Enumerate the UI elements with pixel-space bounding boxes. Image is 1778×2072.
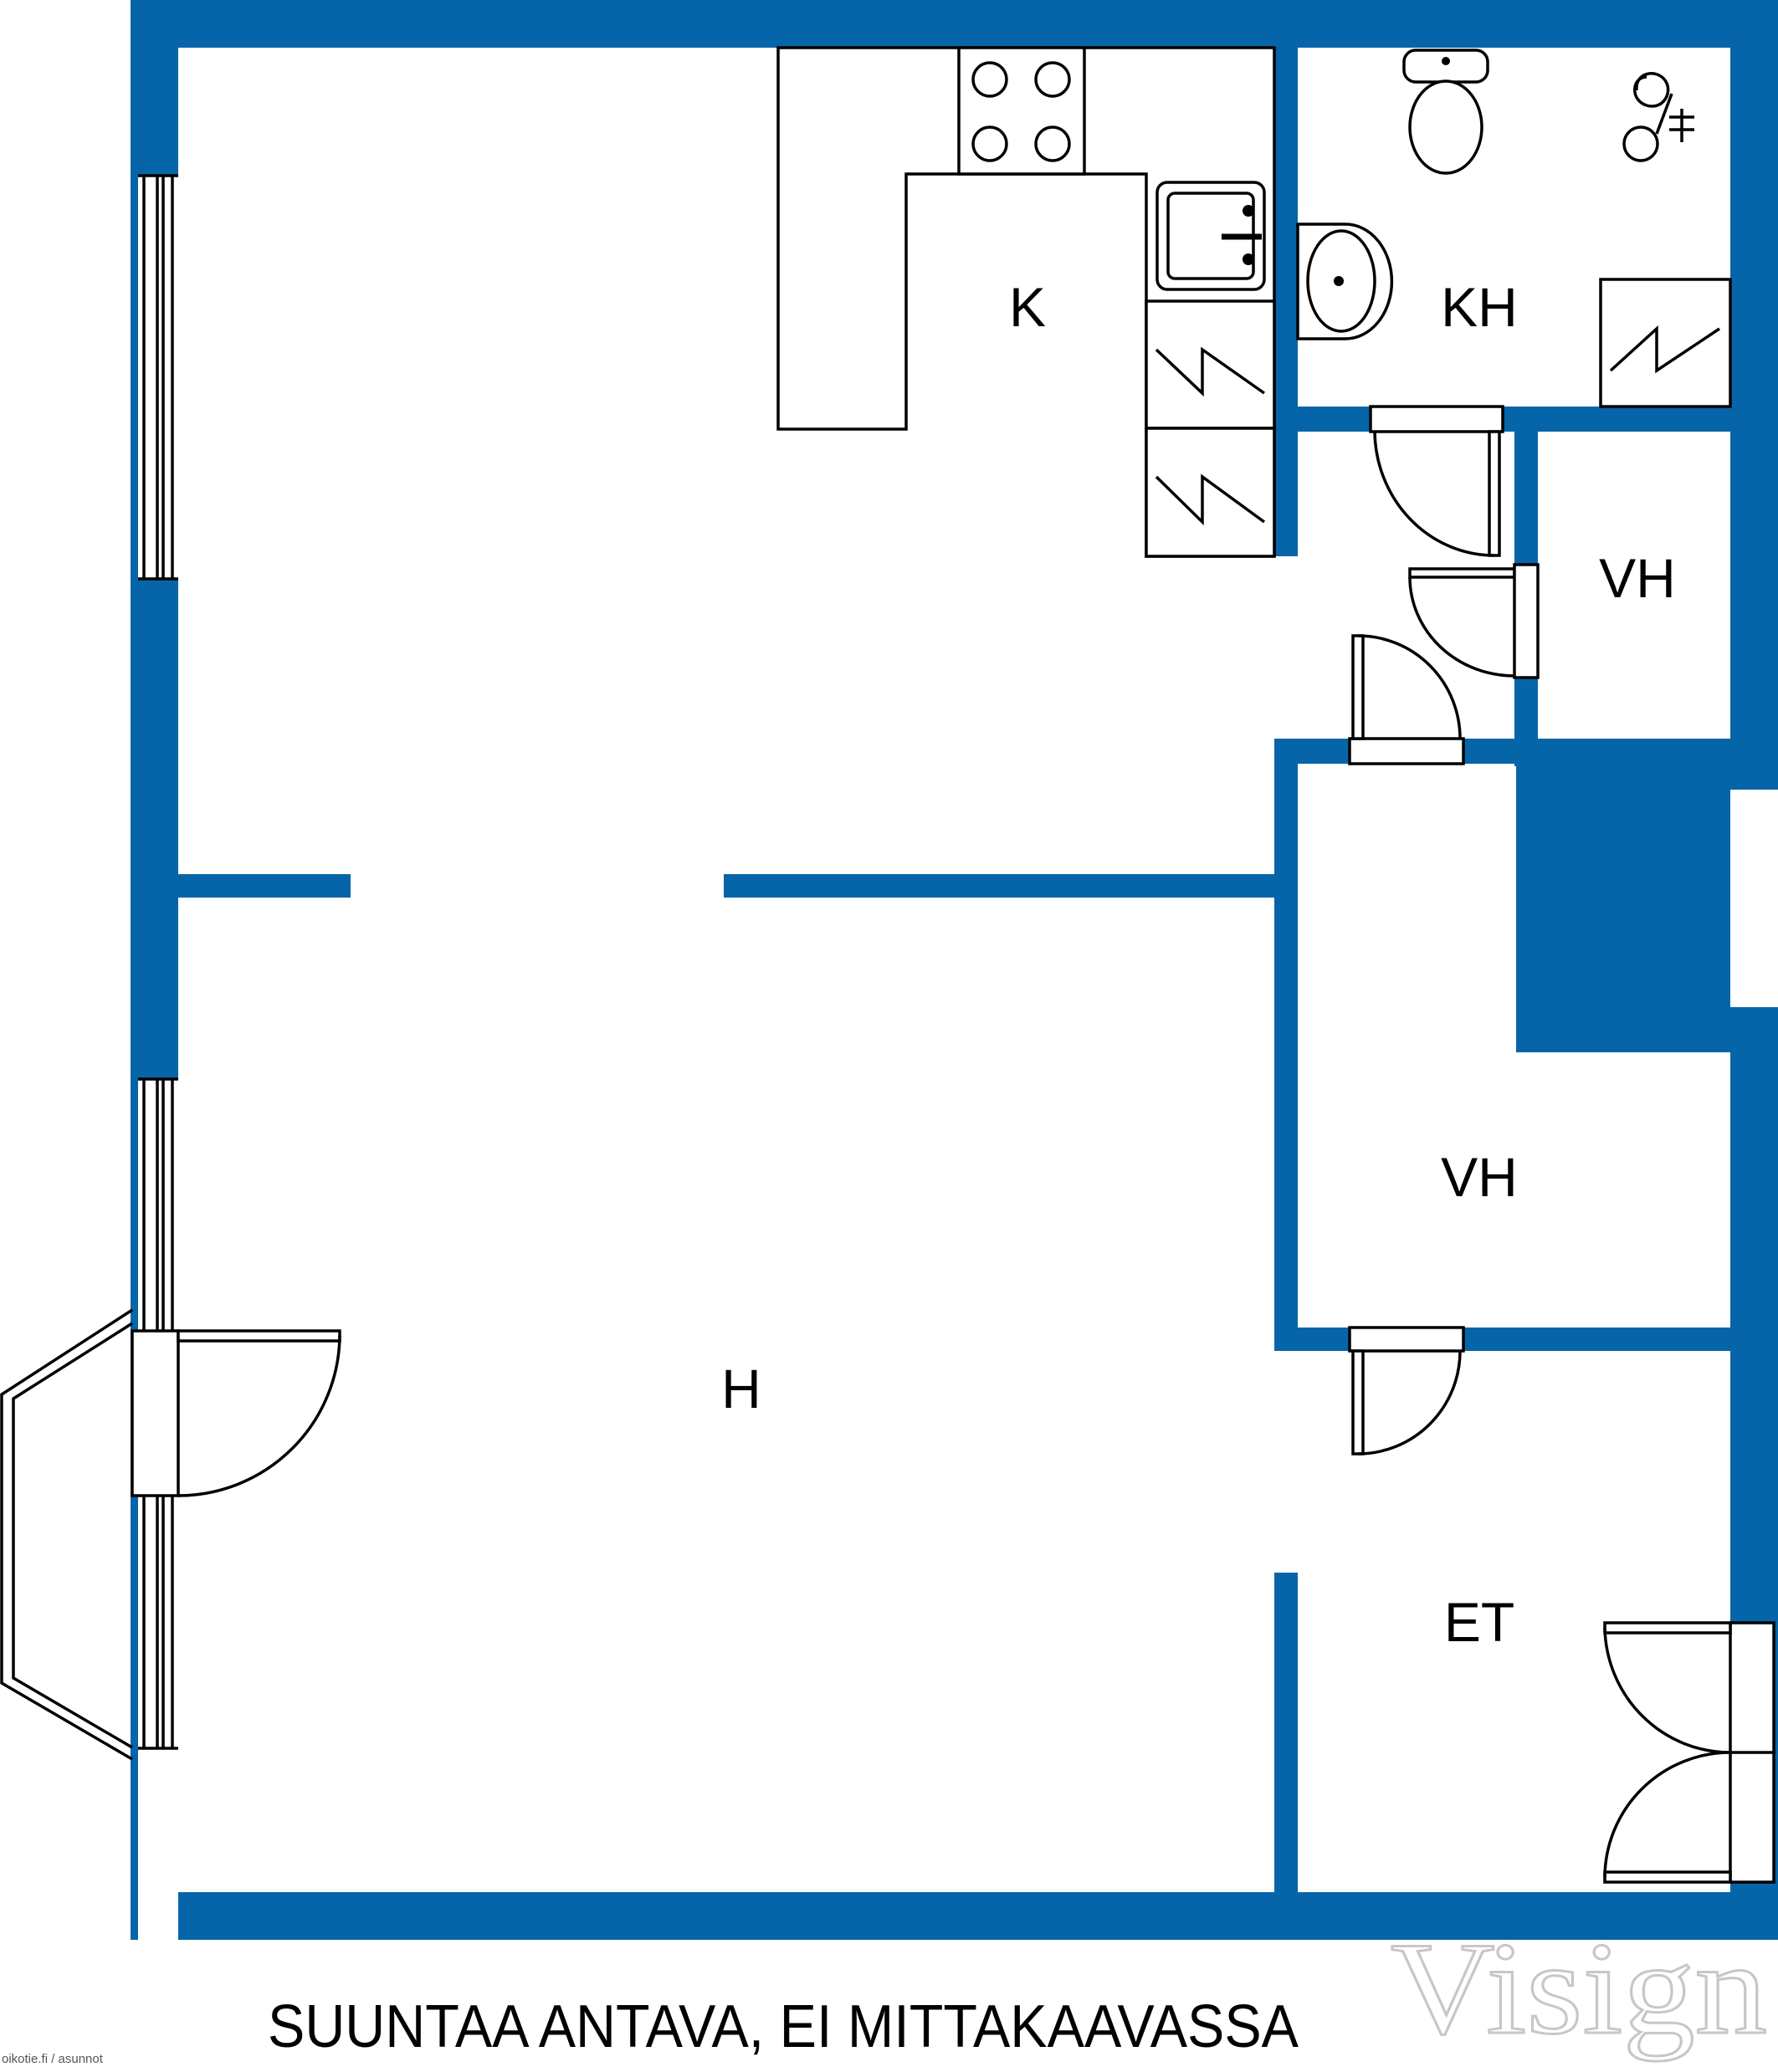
wall-bath-bottom [1298,407,1730,432]
wall-kitchen-bath [1274,48,1298,556]
room-label-bathroom: KH [1441,276,1518,338]
room-label-closet-upper: VH [1599,547,1676,609]
room-label-living-room: H [721,1358,761,1420]
disclaimer-text: SUUNTAA ANTAVA, EI MITTAKAAVASSA [268,1993,1299,2060]
bathroom-fixtures [1296,49,1732,408]
wall-closet2-bottom [1274,1328,1730,1351]
wall-hall-left-lower [1274,1573,1298,1892]
hall-closet-door [1348,634,1465,765]
balcony-door [131,1329,341,1497]
wall-closet-bottom [1274,739,1730,764]
visign-logo: Visign [1391,1916,1767,2062]
appliance-icon [1145,299,1276,430]
floor-drain-icon [1622,72,1694,162]
washbasin-icon [1296,223,1394,340]
window-upper [138,174,178,581]
doors [131,405,1775,1884]
source-credit: oikotie.fi / asunnot [2,2052,104,2066]
wall-hall-left [1274,739,1298,1349]
room-label-kitchen: K [1009,276,1046,338]
walls [131,0,1778,1940]
kitchen-fixtures [776,46,1276,558]
room-labels: K KH VH VH H ET [721,276,1676,1653]
window-lower [138,1077,178,2072]
bay-window [0,1308,133,1761]
appliance-icon [1145,427,1276,558]
wall-living-left-stub [178,874,351,898]
room-label-closet-lower: VH [1441,1146,1518,1208]
sink-icon [1155,181,1266,291]
entrance-door [1603,1621,1775,1884]
windows [0,174,178,2072]
room-label-entrance-hall: ET [1444,1591,1514,1653]
toilet-icon [1402,49,1489,175]
closet-door-lower [1348,1326,1465,1456]
closet-door-upper [1408,563,1540,679]
bathroom-door [1369,405,1504,557]
wall-living-right [724,874,1276,898]
washing-machine-icon [1599,278,1732,408]
stove-icon [957,46,1086,176]
outer-wall [131,0,1778,1940]
